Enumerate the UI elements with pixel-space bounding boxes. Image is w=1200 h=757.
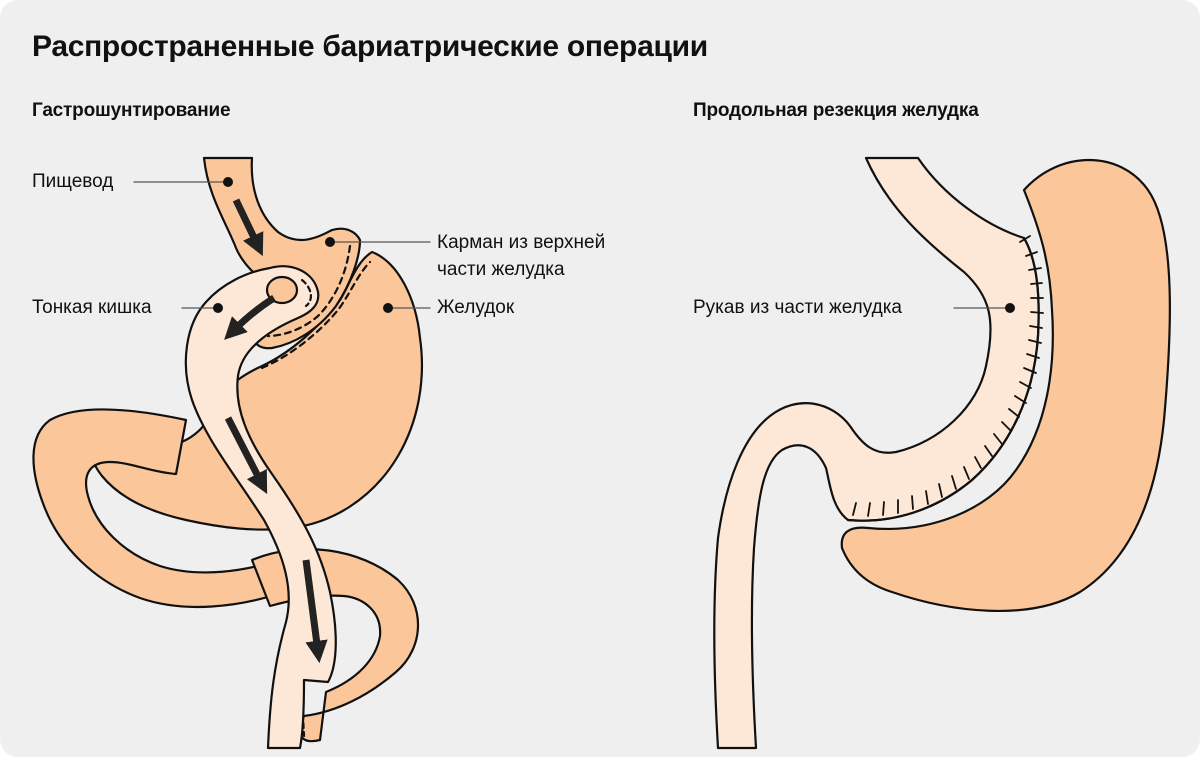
dot-sleeve [1005,303,1015,313]
label-esophagus: Пищевод [32,171,114,192]
dot-intestine [213,303,223,313]
flow-arrow-outlet [224,295,276,340]
label-small-intestine: Тонкая кишка [32,297,152,318]
bypass-dots [213,177,393,313]
sleeve-gastrectomy-title: Продольная резекция желудка [693,100,979,121]
label-pouch-line1: Карман из верхней [437,232,606,253]
roux-limb [184,265,337,750]
label-sleeve: Рукав из части желудка [693,297,902,318]
anastomosis-stitch [300,278,312,308]
sleeve-staples [852,235,1044,517]
dot-stomach [383,303,393,313]
removed-stomach [840,159,1171,613]
stomach-staple-line [260,260,372,370]
flow-arrow-esophagus [232,198,264,257]
bypass-leaders [133,181,431,309]
dot-pouch [325,237,335,247]
gastric-bypass-title: Гастрошунтирование [32,100,231,121]
pouch-staple-line [266,244,352,338]
label-stomach: Желудок [437,297,515,318]
sleeve-cut-line [846,236,1040,522]
sleeve-gastrectomy-diagram [713,156,1171,750]
flow-arrow-lower [302,559,328,664]
esophagus [202,156,362,350]
label-pouch-line2: части желудка [437,259,565,280]
flow-arrow-middle [224,416,268,494]
anastomosis-opening [265,275,299,305]
page-title: Распространенные бариатрические операции [32,30,708,63]
dot-esophagus [223,177,233,187]
food-flow-arrows [224,198,328,664]
gastric-bypass-diagram [32,156,431,750]
